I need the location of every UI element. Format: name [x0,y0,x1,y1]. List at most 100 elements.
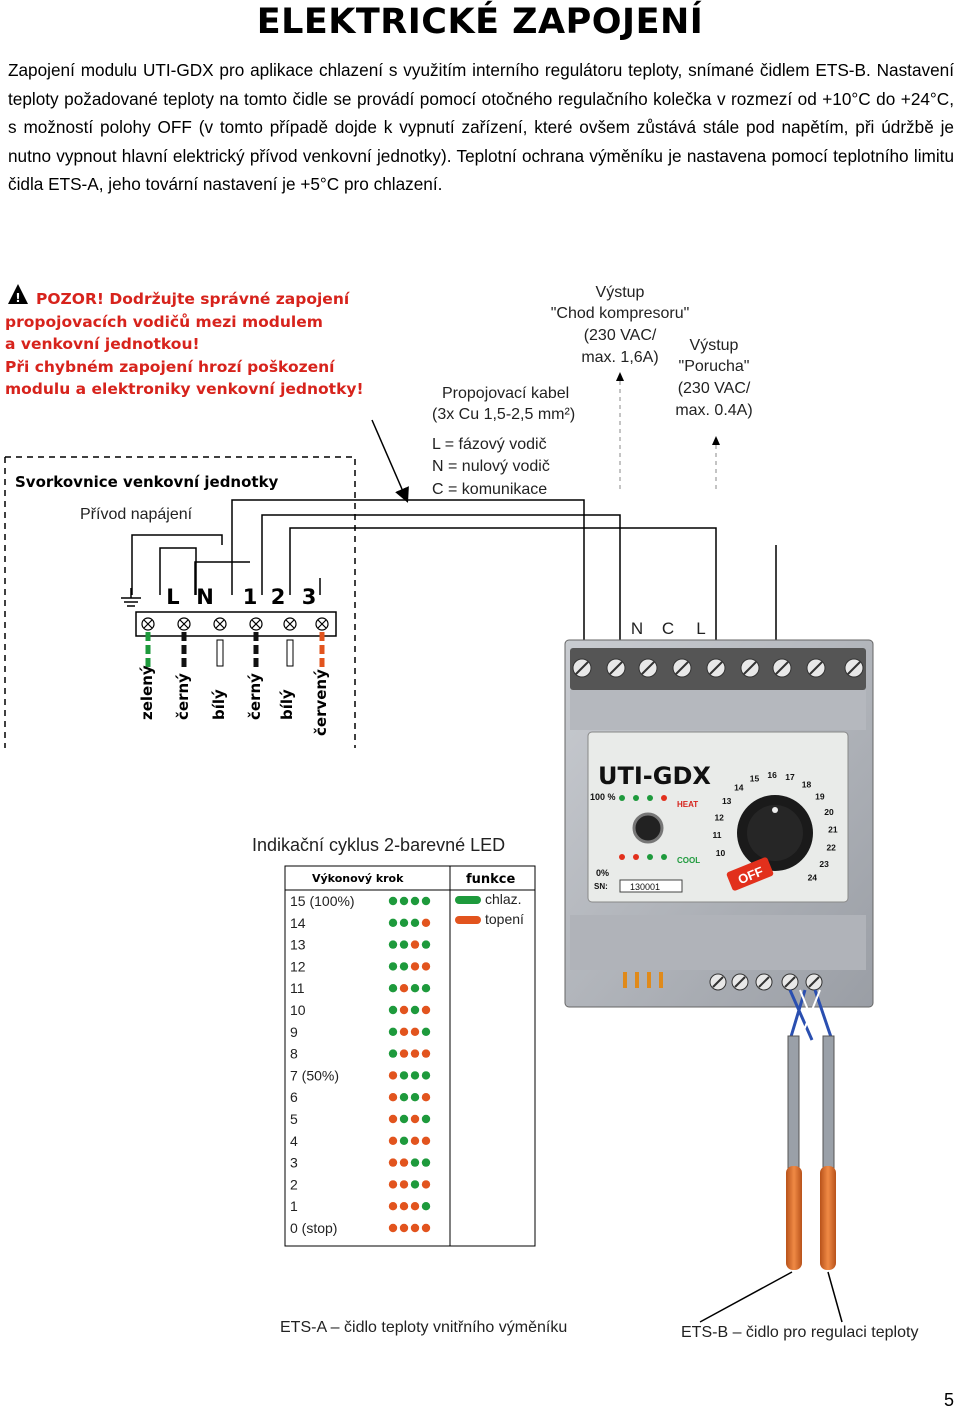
led-dot [421,896,431,906]
led-cycle-table: Indikační cyklus 2-barevné LED Výkonový … [252,835,536,1247]
terminal-label: 2 [271,585,286,609]
led-table-row: 7 (50%) [290,1067,431,1083]
dial-number: 11 [713,830,722,840]
module-terminal-label: C [662,619,674,638]
module-screw [606,658,626,678]
terminal-screw [177,617,191,631]
page-title: ELEKTRICKÉ ZAPOJENÍ [256,2,704,42]
terminal-screw [315,617,329,631]
step-label: 7 (50%) [290,1067,339,1083]
led-dot [421,1136,431,1146]
dial-number: 13 [722,796,732,806]
step-label: 5 [290,1111,298,1127]
led-dot [410,1114,420,1124]
led-dot [388,1223,398,1233]
outdoor-unit-box: Svorkovnice venkovní jednotky Přívod nap… [4,456,717,748]
led-dot [410,1049,420,1058]
dial-number: 17 [785,772,795,782]
led-dot [410,1071,420,1080]
led-table-row: 14 [290,915,431,931]
led-dot [388,1049,398,1058]
step-label: 6 [290,1089,298,1105]
led-dot [399,1093,409,1102]
warning-arrow [371,419,409,503]
cable-legend: C = komunikace [432,481,547,498]
led-dot [399,1005,409,1015]
compressor-output-label: max. 1,6A) [581,349,658,366]
dial-number: 14 [734,783,744,793]
ets-b-caption: ETS-B – čidlo pro regulaci teploty [681,1324,918,1341]
led-dot [388,1114,398,1124]
module-screw [709,973,727,991]
module-led [661,854,667,860]
led-dot [399,962,409,971]
dial-number: 19 [815,791,825,801]
heat-label: HEAT [677,800,698,809]
module-button[interactable] [632,812,664,844]
led-dot [410,1005,420,1015]
cable-wires [194,499,717,595]
step-label: 12 [290,958,306,974]
cable-legend: L = fázový vodič [432,436,547,453]
led-dot [421,1049,431,1058]
cool-label: COOL [677,856,700,865]
step-label: 4 [290,1133,298,1149]
led-dot [410,1202,420,1211]
col-step-header: Výkonový krok [312,872,404,885]
module-led [619,795,625,801]
fault-output-label: Výstup [690,337,739,354]
terminal-screw [283,617,297,631]
module-led [633,795,639,801]
fault-output-label: max. 0.4A) [675,402,752,419]
cable-legend: N = nulový vodič [432,458,550,475]
module-led [647,795,653,801]
led-dot [388,1071,398,1080]
module-screw [781,973,799,991]
led-dot [421,940,431,949]
led-table-row: 15 (100%) [290,893,431,909]
step-label: 3 [290,1155,298,1171]
ets-a-probe [786,1166,802,1270]
led-dot [421,1093,431,1102]
wire-stub [216,639,224,667]
led-dot [410,1136,420,1146]
step-label: 8 [290,1046,298,1062]
step-label: 10 [290,1002,306,1018]
wire-labels: zelený černý bílý černý bílý červený [138,665,330,736]
module-bottom-slots [623,972,663,988]
module-screw [731,973,749,991]
compressor-arrow [616,372,624,381]
led-dot [421,918,431,927]
uti-gdx-module: UTI-GDX 100 % 0% HEAT COOL SN: 130001 10… [564,639,874,1008]
terminal-block-title: Svorkovnice venkovní jednotky [15,473,279,491]
led-dot [399,918,409,927]
module-screw [706,658,726,678]
module-led [633,854,639,860]
led-dot [399,1223,409,1233]
svg-text:!: ! [15,291,20,305]
led-table-row: 8 [290,1046,431,1062]
dial-number: 23 [819,859,829,869]
fault-output-label: "Porucha" [679,358,750,375]
led-dot [399,1071,409,1080]
compressor-output-label: Výstup [596,284,645,301]
step-label: 2 [290,1176,298,1192]
module-screw [772,658,792,678]
led-dot [421,1114,431,1124]
led-dot [421,984,431,993]
terminal-label: N [196,585,214,609]
led-dot [399,1049,409,1058]
label-100: 100 % [590,792,616,802]
led-dot [421,1158,431,1167]
led-dot [399,1202,409,1211]
ets-b-probe [820,1166,836,1270]
compressor-output-label: (230 VAC/ [584,327,657,344]
led-dot [421,1027,431,1037]
led-dot [399,1136,409,1146]
temperature-dial[interactable]: OFF [726,795,813,892]
module-screw [740,658,760,678]
module-led [647,854,653,860]
module-name: UTI-GDX [598,762,711,790]
led-dot [421,1005,431,1015]
sn-value: 130001 [630,882,660,892]
